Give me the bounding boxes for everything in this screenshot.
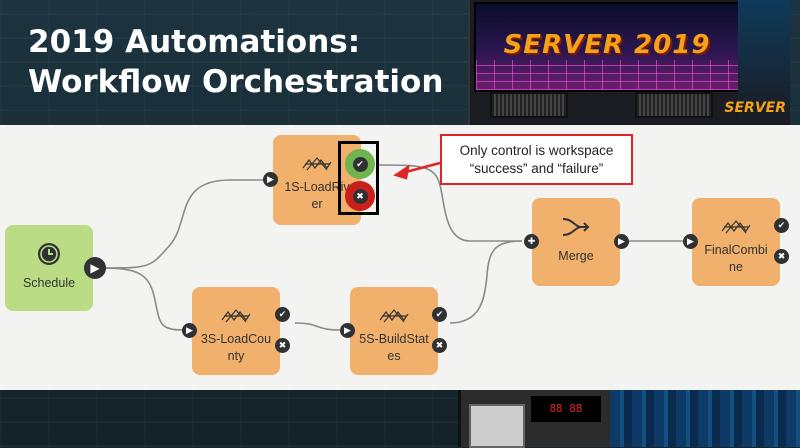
buildstates-run-port[interactable]: ▶ (340, 323, 355, 338)
wire-buildstates-to-merge (449, 240, 523, 324)
check-icon: ✔ (777, 220, 786, 230)
node-label: Schedule (22, 276, 76, 290)
check-icon: ✔ (435, 309, 444, 319)
wire-loadriver-to-merge (375, 164, 522, 242)
arcade-cabinet-image: SERVER 2019 SERVER (468, 0, 790, 125)
wire-loadcounty-to-buildstates (294, 322, 341, 331)
node-1s-loadriver[interactable]: 1S-LoadRiv er (273, 135, 361, 225)
loadcounty-run-port[interactable]: ▶ (182, 323, 197, 338)
loadriver-success-port[interactable]: ✔ (345, 149, 375, 179)
finalcombine-success-port[interactable]: ✔ (774, 218, 789, 233)
wire-schedule-to-loadriver (101, 179, 263, 269)
workspace-icon (301, 149, 333, 179)
check-icon: ✔ (352, 156, 368, 172)
highlight-box (338, 141, 379, 215)
arcade-marquee: SERVER 2019 (474, 2, 740, 92)
play-icon: ▶ (90, 261, 100, 275)
callout-arrow (393, 161, 441, 180)
workspace-icon (378, 301, 410, 331)
plus-icon: ✚ (527, 236, 536, 246)
x-icon: ✖ (777, 251, 786, 261)
clock-icon (36, 239, 62, 269)
workflow-canvas[interactable]: Schedule ▶ 1S-LoadRiv er ▶ ✔ ✖ 3S-LoadCo… (0, 125, 800, 390)
node-label: FinalCombi ne (704, 243, 768, 274)
finalcombine-failure-port[interactable]: ✖ (774, 249, 789, 264)
workspace-icon (720, 212, 752, 242)
node-3s-loadcounty[interactable]: 3S-LoadCou nty (192, 287, 280, 375)
node-label: 3S-LoadCou nty (200, 332, 272, 363)
arcade-side-text: SERVER (724, 100, 786, 116)
x-icon: ✖ (435, 340, 444, 350)
marquee-text: SERVER 2019 (503, 30, 711, 60)
callout-line1: Only control is workspace (459, 142, 614, 158)
node-label: Merge (558, 249, 594, 263)
x-icon: ✖ (352, 188, 368, 204)
annotation-callout: Only control is workspace “success” and … (440, 134, 633, 185)
buildstates-success-port[interactable]: ✔ (432, 307, 447, 322)
schedule-run-port[interactable]: ▶ (84, 257, 106, 279)
workspace-icon (220, 301, 252, 331)
merge-output-port[interactable]: ▶ (614, 234, 629, 249)
slide-title-line1: 2019 Automations: (28, 24, 361, 60)
slide-title-line2: Workflow Orchestration (28, 64, 444, 100)
x-icon: ✖ (278, 340, 287, 350)
loadriver-failure-port[interactable]: ✖ (345, 181, 375, 211)
loadcounty-success-port[interactable]: ✔ (275, 307, 290, 322)
play-icon: ▶ (344, 325, 351, 335)
check-icon: ✔ (278, 309, 287, 319)
node-finalcombine[interactable]: FinalCombi ne (692, 198, 780, 286)
finalcombine-run-port[interactable]: ▶ (683, 234, 698, 249)
loadcounty-failure-port[interactable]: ✖ (275, 338, 290, 353)
play-icon: ▶ (618, 236, 625, 246)
cityscape-image (610, 390, 800, 447)
slide-title: 2019 Automations: Workflow Orchestration (28, 22, 443, 102)
arcade-coin-door: 88 88 (458, 390, 614, 448)
workflow-connections (101, 161, 683, 331)
callout-line2: “success” and “failure” (469, 160, 604, 176)
play-icon: ▶ (186, 325, 193, 335)
node-merge[interactable]: Merge (532, 198, 620, 286)
speaker-grille-right (635, 92, 713, 118)
wire-schedule-to-loadcounty (101, 267, 186, 331)
speaker-grille-left (490, 92, 568, 118)
node-label: 1S-LoadRiv er (284, 180, 350, 211)
play-icon: ▶ (267, 174, 274, 184)
loadriver-run-port[interactable]: ▶ (263, 172, 278, 187)
merge-input-port[interactable]: ✚ (524, 234, 539, 249)
merge-icon (561, 212, 591, 242)
node-schedule[interactable]: Schedule (5, 225, 93, 311)
play-icon: ▶ (687, 236, 694, 246)
node-label: 5S-BuildStat es (359, 332, 429, 363)
node-5s-buildstates[interactable]: 5S-BuildStat es (350, 287, 438, 375)
buildstates-failure-port[interactable]: ✖ (432, 338, 447, 353)
